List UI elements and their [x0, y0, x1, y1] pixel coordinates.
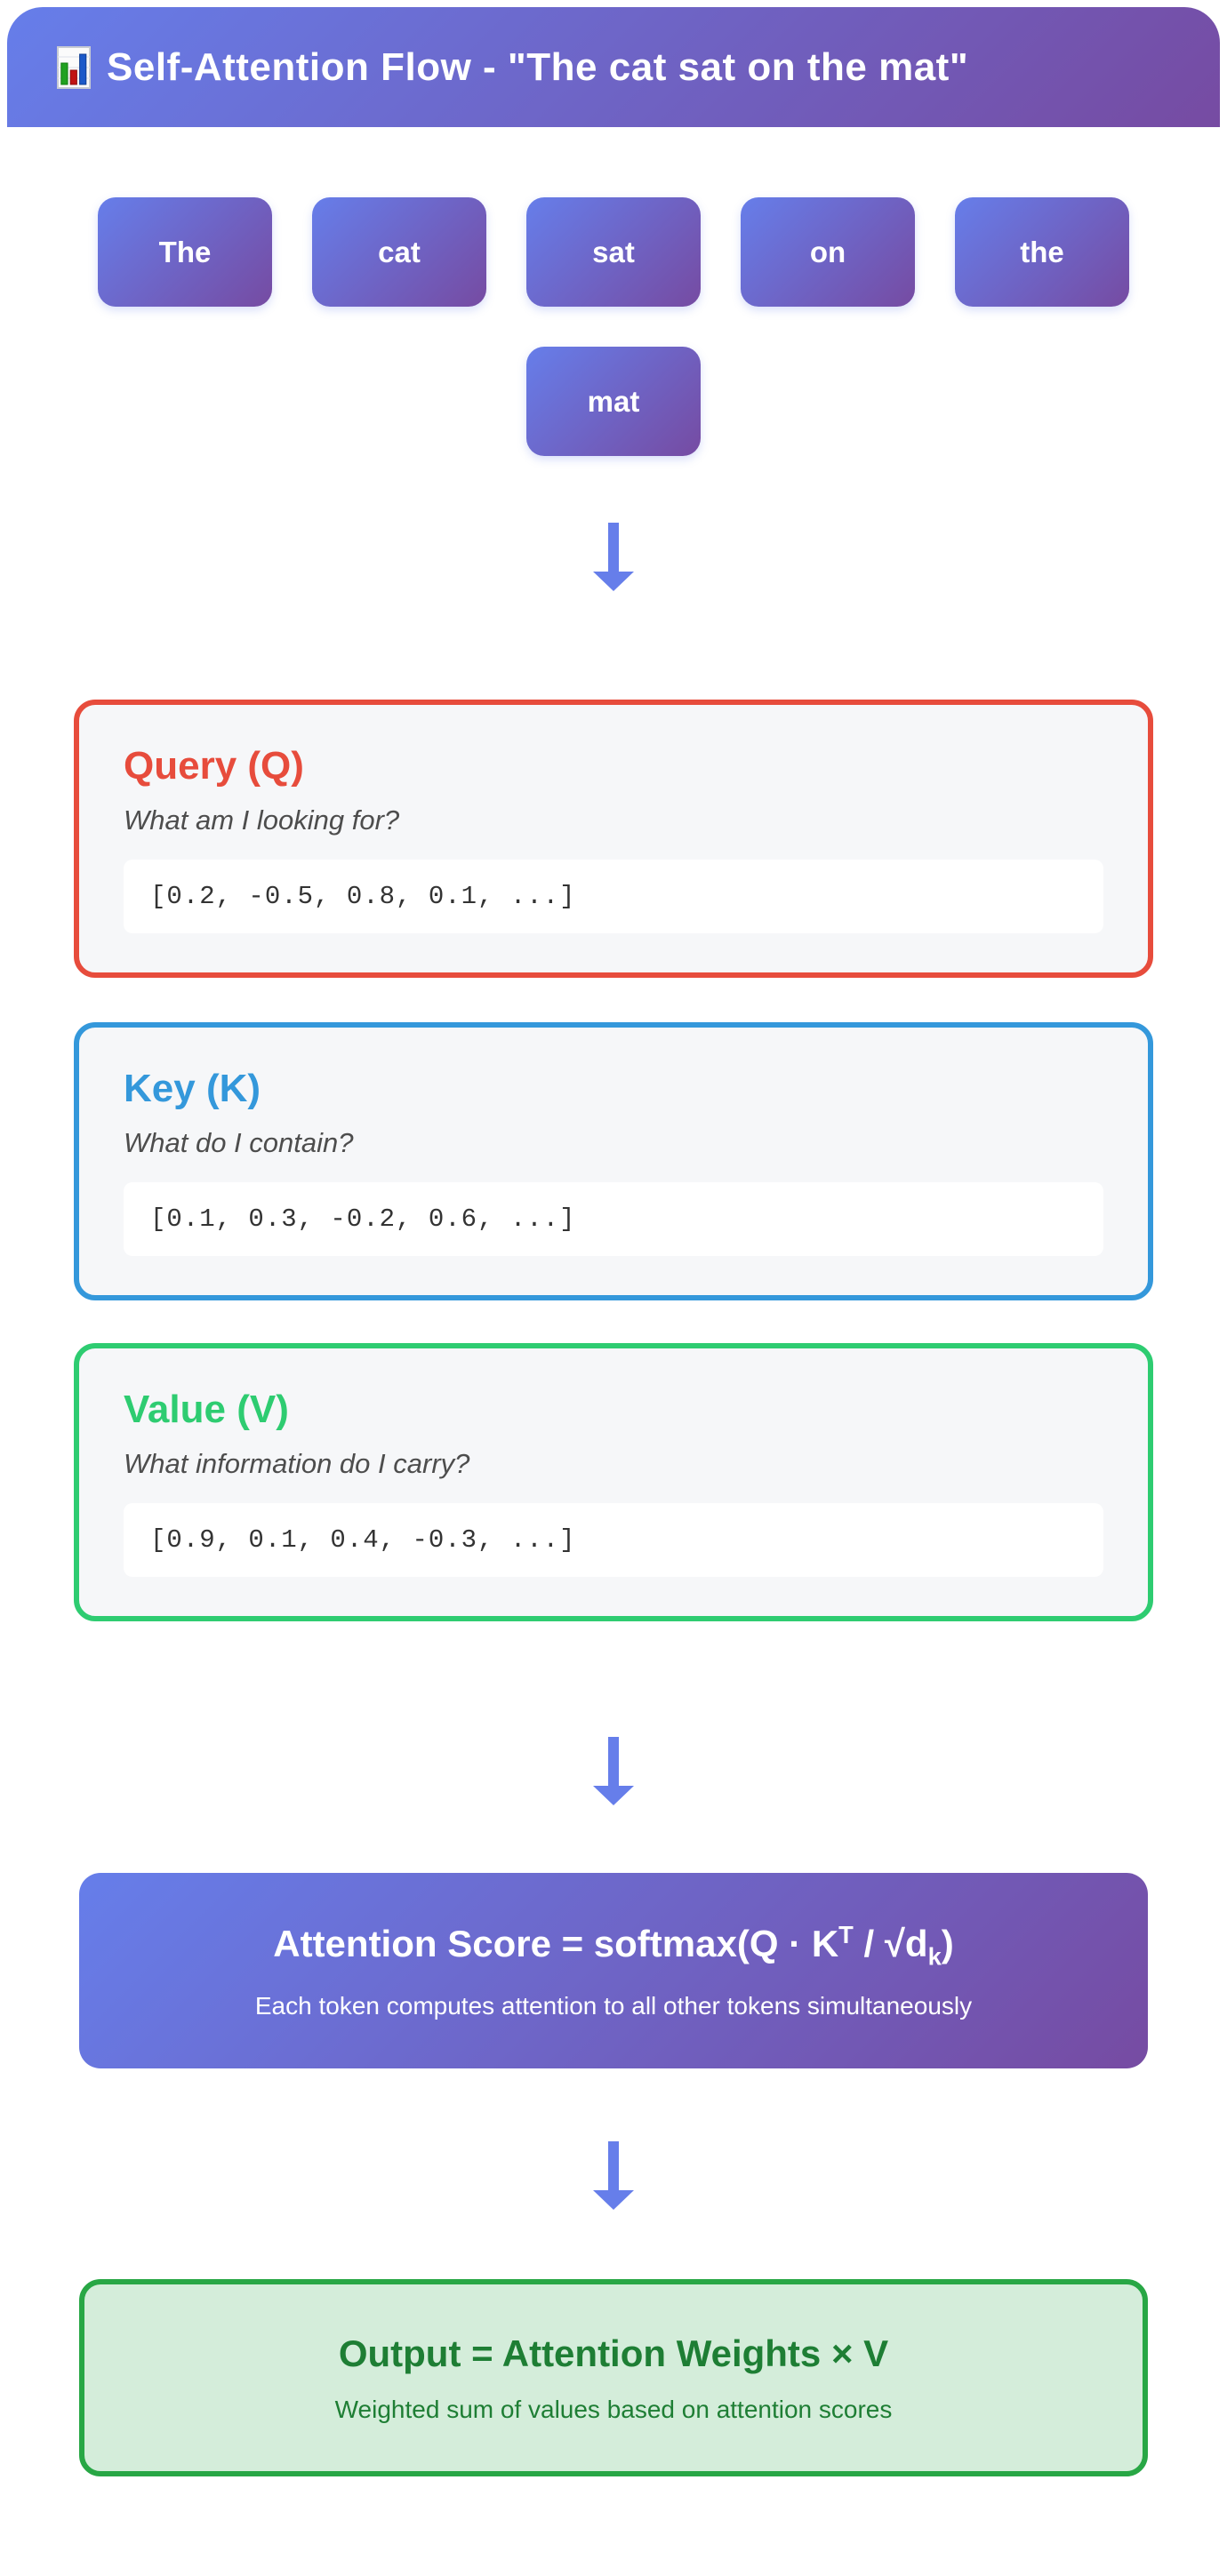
header: Self-Attention Flow - "The cat sat on th…	[7, 7, 1220, 127]
value-card: Value (V) What information do I carry? […	[74, 1343, 1153, 1621]
token-chip-the: The	[98, 197, 272, 307]
query-vector-value: [0.2, -0.5, 0.8, 0.1, ...]	[124, 860, 1103, 933]
value-vector-value: [0.9, 0.1, 0.4, -0.3, ...]	[124, 1503, 1103, 1577]
attention-score-subtitle: Each token computes attention to all oth…	[254, 1991, 973, 2020]
token-chip-cat: cat	[312, 197, 486, 307]
attention-score-formula: Attention Score = softmax(Q · KT / √dk)	[273, 1921, 954, 1971]
page-title: Self-Attention Flow - "The cat sat on th…	[107, 44, 969, 89]
output-formula: Output = Attention Weights × V	[338, 2332, 889, 2374]
token-chip-mat: mat	[526, 347, 701, 456]
query-card: Query (Q) What am I looking for? [0.2, -…	[74, 700, 1153, 978]
attention-score-banner: Attention Score = softmax(Q · KT / √dk) …	[79, 1873, 1148, 2068]
token-chip-the2: the	[955, 197, 1129, 307]
query-card-title: Query (Q)	[124, 744, 304, 788]
down-arrow-icon	[593, 1737, 634, 1805]
key-card: Key (K) What do I contain? [0.1, 0.3, -0…	[74, 1022, 1153, 1300]
token-chip-sat: sat	[526, 197, 701, 307]
key-vector-value: [0.1, 0.3, -0.2, 0.6, ...]	[124, 1182, 1103, 1256]
value-card-question: What information do I carry?	[124, 1448, 470, 1479]
key-card-question: What do I contain?	[124, 1127, 354, 1158]
token-row: The cat sat on the mat	[98, 197, 1129, 456]
key-card-title: Key (K)	[124, 1067, 261, 1110]
token-chip-on: on	[741, 197, 915, 307]
output-subtitle: Weighted sum of values based on attentio…	[334, 2396, 893, 2424]
value-card-title: Value (V)	[124, 1388, 289, 1431]
bar-chart-icon	[57, 45, 91, 89]
down-arrow-icon	[593, 523, 634, 591]
query-card-question: What am I looking for?	[124, 804, 400, 836]
output-banner: Output = Attention Weights × V Weighted …	[79, 2279, 1148, 2476]
down-arrow-icon	[593, 2141, 634, 2210]
